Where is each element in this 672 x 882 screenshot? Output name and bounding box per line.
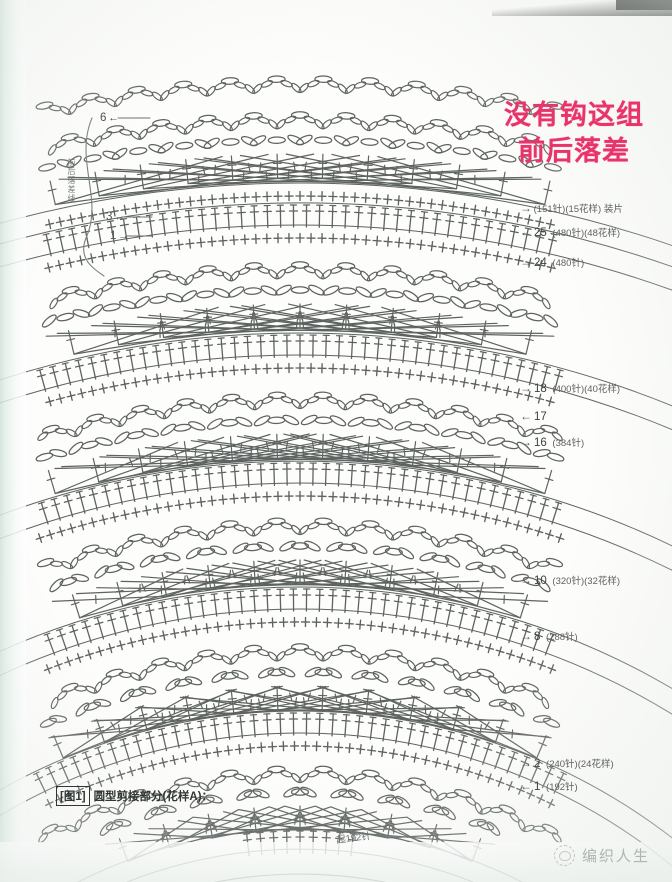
row-note-arrow: → xyxy=(520,381,532,395)
row-note-number: 8 xyxy=(534,631,541,643)
row-note-stitches: (480针) xyxy=(549,258,585,269)
left-row-marker: 3← xyxy=(106,211,125,224)
site-watermark: 编织人生 xyxy=(553,845,650,866)
left-row-marker-arrow: → xyxy=(118,230,129,242)
row-note-number: 16 xyxy=(534,437,547,449)
row-note-extra: 装片 xyxy=(601,204,623,215)
row-note: →18 (400针)(40花样) xyxy=(520,382,620,396)
row-note: →16 (384针) xyxy=(520,436,584,450)
row-note-number: 18 xyxy=(534,383,547,395)
row-note-stitches: (240针) xyxy=(543,759,578,770)
row-note-arrow: → xyxy=(520,435,532,449)
row-note-motifs: (32花样) xyxy=(584,576,621,587)
row-note-number: 2 xyxy=(534,758,541,770)
left-row-marker-arrow: ← xyxy=(114,211,125,223)
row-note-arrow: → xyxy=(520,629,532,643)
row-note: ←17 xyxy=(520,410,550,424)
row-note-arrow: → xyxy=(520,756,532,770)
row-note-motifs: (40花样) xyxy=(584,384,621,395)
row-note-number: 10 xyxy=(534,575,547,587)
row-note-number: 1 xyxy=(534,781,541,793)
row-note-arrow: ← xyxy=(520,409,532,423)
red-annotation: 没有钩这组 前后落差 xyxy=(504,98,644,169)
left-row-marker: 1→ xyxy=(110,230,129,243)
left-row-marker-number: 6 xyxy=(100,112,107,124)
row-note-motifs: (24花样) xyxy=(577,759,614,770)
row-note: ←25 (480针)(48花样) xyxy=(520,226,620,240)
row-note: → (151针)(15花样) 装片 xyxy=(520,202,623,215)
red-annotation-line-1: 没有钩这组 xyxy=(504,100,644,130)
row-note-motifs: (15花样) xyxy=(565,204,602,215)
row-note: ←1 (192针) xyxy=(520,780,578,794)
left-row-marker-number: 1 xyxy=(110,230,117,242)
side-vertical-label: 前后落差线 xyxy=(67,158,76,203)
scan-corner-shadow-edge xyxy=(616,0,672,10)
row-note: →2 (240针)(24花样) xyxy=(520,757,614,771)
row-note-stitches: (192针) xyxy=(543,782,578,793)
row-note-stitches: (288针) xyxy=(543,632,578,643)
knitting-logo-icon xyxy=(553,845,575,866)
row-note-stitches: (151针) xyxy=(531,204,566,215)
left-row-marker-number: 3 xyxy=(106,211,113,223)
left-row-marker: 6← xyxy=(100,112,119,125)
row-note-arrow: ← xyxy=(520,225,532,239)
row-note-motifs: (48花样) xyxy=(584,228,621,239)
figure-caption: [图1]圆型剪接部分(花样A)： xyxy=(56,786,213,806)
row-note-stitches: (400针) xyxy=(549,384,585,395)
row-note: →10 (320针)(32花样) xyxy=(520,574,620,588)
figure-caption-text: 圆型剪接部分(花样A)： xyxy=(93,791,214,803)
row-note-stitches: (320针) xyxy=(549,576,585,587)
row-note-arrow: → xyxy=(520,201,532,215)
red-annotation-line-2: 前后落差 xyxy=(518,135,630,166)
row-note-arrow: → xyxy=(520,255,532,269)
row-note-number: 25 xyxy=(534,227,547,239)
row-note-arrow: → xyxy=(520,573,532,587)
row-note-stitches: (480针) xyxy=(549,228,585,239)
left-row-marker-arrow: ← xyxy=(108,112,119,124)
row-note-number: 24 xyxy=(534,257,547,269)
row-note: →24 (480针) xyxy=(520,256,584,270)
figure-caption-tag: [图1] xyxy=(56,786,90,806)
row-note-arrow: ← xyxy=(520,779,532,793)
row-note: →8 (288针) xyxy=(520,630,578,644)
row-note-number: 17 xyxy=(534,411,547,423)
watermark-text: 编织人生 xyxy=(581,848,650,865)
row-note-stitches: (384针) xyxy=(549,438,585,449)
scan-edge-tint-left xyxy=(0,0,26,882)
